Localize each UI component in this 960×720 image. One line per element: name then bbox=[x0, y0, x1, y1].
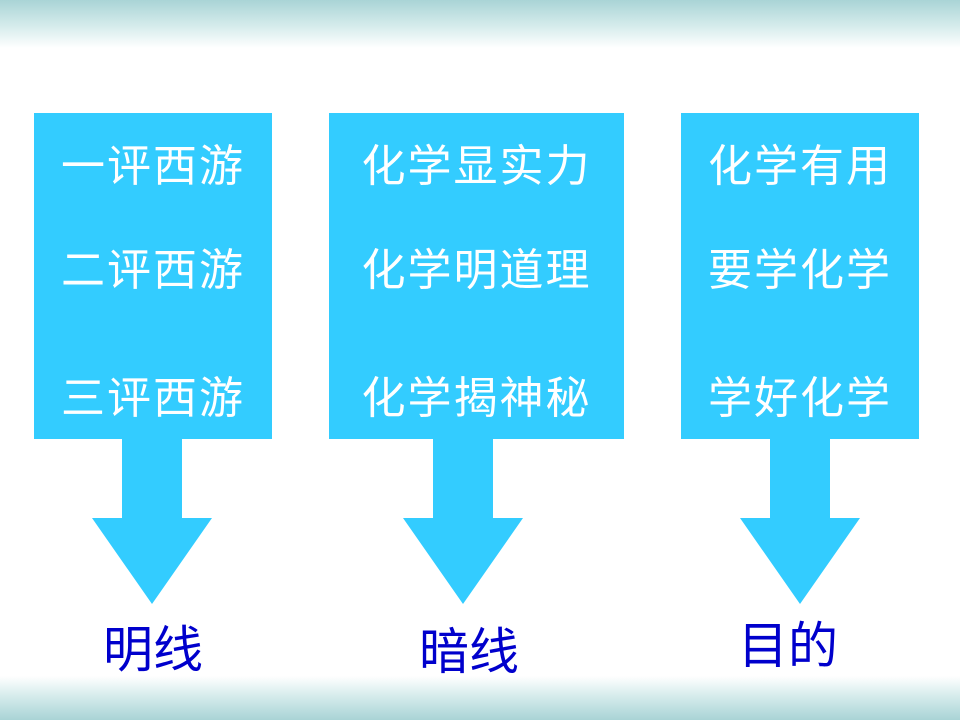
column-1-line-2: 二评西游 bbox=[61, 245, 245, 296]
column-3-line-3: 学好化学 bbox=[708, 373, 892, 424]
column-1-line-1: 一评西游 bbox=[61, 141, 245, 192]
column-1-down-arrow-icon bbox=[92, 438, 212, 604]
column-1-line-3: 三评西游 bbox=[61, 373, 245, 424]
bottom-gradient-band bbox=[0, 676, 960, 720]
column-2-caption: 暗线 bbox=[419, 623, 519, 681]
column-3-down-arrow-icon bbox=[740, 438, 860, 604]
column-2-line-2: 化学明道理 bbox=[361, 245, 592, 296]
column-3-caption: 目的 bbox=[738, 617, 838, 675]
column-1-caption: 明线 bbox=[103, 621, 203, 679]
column-3-box: 化学有用 要学化学 学好化学 bbox=[681, 113, 919, 439]
column-2-line-1: 化学显实力 bbox=[361, 141, 592, 192]
column-3-line-2: 要学化学 bbox=[708, 245, 892, 296]
column-3-line-1: 化学有用 bbox=[708, 141, 892, 192]
column-2-box: 化学显实力 化学明道理 化学揭神秘 bbox=[329, 113, 624, 439]
column-2-down-arrow-icon bbox=[403, 438, 523, 604]
column-2-line-3: 化学揭神秘 bbox=[361, 373, 592, 424]
column-1-box: 一评西游 二评西游 三评西游 bbox=[34, 113, 272, 439]
top-gradient-band bbox=[0, 0, 960, 48]
